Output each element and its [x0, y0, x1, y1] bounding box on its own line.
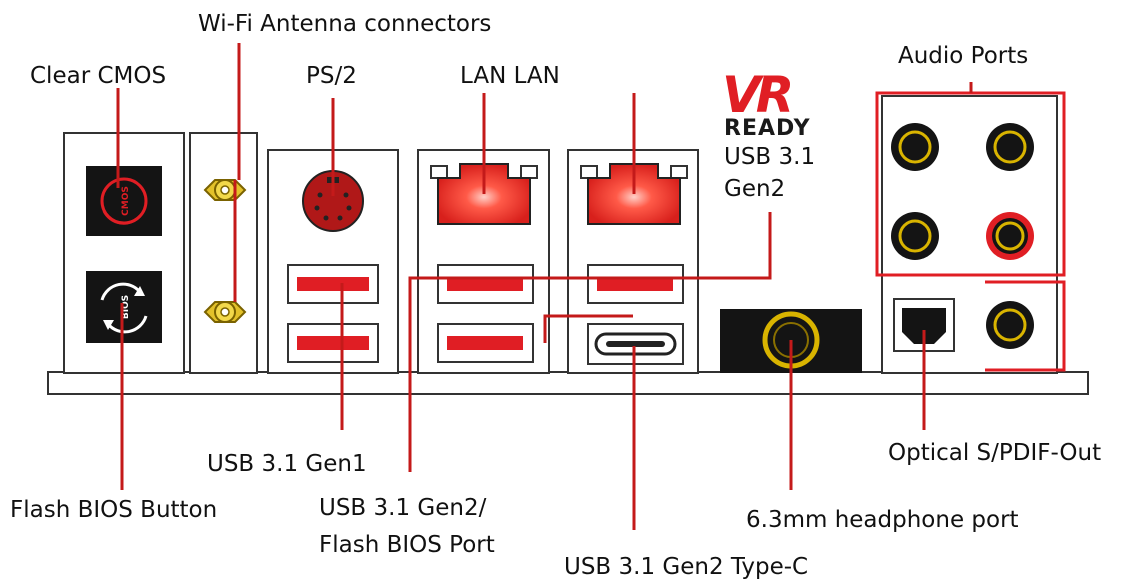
- io-shield-base: [47, 371, 1089, 395]
- ps2-label: PS/2: [306, 63, 357, 89]
- leader-usb-gen2-mid: [408, 276, 630, 472]
- audio-jack-5[interactable]: [986, 301, 1034, 349]
- wifi-antenna-label: Wi-Fi Antenna connectors: [198, 11, 492, 37]
- audio-jack-3[interactable]: [891, 212, 939, 260]
- optical-spdif-label: Optical S/PDIF-Out: [888, 440, 1102, 466]
- usb-gen1-port-1[interactable]: [287, 264, 379, 304]
- usb-gen1-port-2[interactable]: [287, 323, 379, 363]
- audio-ports-label: Audio Ports: [898, 43, 1029, 69]
- leader-usb-gen2-top: [630, 212, 772, 280]
- usb-gen2-port-a[interactable]: [437, 264, 534, 304]
- usb-gen2-flash-label-line2: Flash BIOS Port: [319, 532, 495, 558]
- flash-bios-mark: BIOS: [121, 295, 131, 319]
- audio-jack-1[interactable]: [891, 123, 939, 171]
- usb-gen2-port-b[interactable]: [587, 264, 684, 304]
- clear-cmos-button[interactable]: CMOS: [86, 166, 162, 236]
- clear-cmos-label: Clear CMOS: [30, 63, 167, 89]
- usb-gen2-flash-label-line1: USB 3.1 Gen2/: [319, 495, 487, 521]
- audio-jack-2[interactable]: [986, 123, 1034, 171]
- wifi-connector-1[interactable]: [203, 179, 247, 201]
- audio-lower-bracket: [985, 280, 1066, 372]
- audio-jack-4[interactable]: [986, 212, 1034, 260]
- optical-spdif-port[interactable]: [893, 298, 955, 352]
- flash-bios-button[interactable]: BIOS: [86, 271, 162, 343]
- vr-logo: VR: [722, 66, 794, 124]
- flash-bios-button-label: Flash BIOS Button: [10, 497, 218, 523]
- wifi-panel: [189, 132, 258, 374]
- usb-type-c-label: USB 3.1 Gen2 Type-C: [564, 554, 809, 580]
- usb-type-c-port[interactable]: [587, 323, 684, 365]
- usb-gen2-top-label-line2: Gen2: [724, 176, 786, 202]
- lan-label: LAN LAN: [460, 63, 560, 89]
- usb-gen2-top-label-line1: USB 3.1: [724, 144, 816, 170]
- wifi-connector-2[interactable]: [203, 301, 247, 323]
- usb-gen1-label: USB 3.1 Gen1: [207, 451, 367, 477]
- headphone-port-label: 6.3mm headphone port: [746, 507, 1019, 533]
- clear-cmos-mark: CMOS: [121, 186, 131, 216]
- leader-usb-gen2-flash: [543, 314, 633, 343]
- usb-gen2-flash-bios-port[interactable]: [437, 323, 534, 363]
- callout-lines: [116, 43, 973, 530]
- vr-ready-text: READY: [724, 116, 811, 141]
